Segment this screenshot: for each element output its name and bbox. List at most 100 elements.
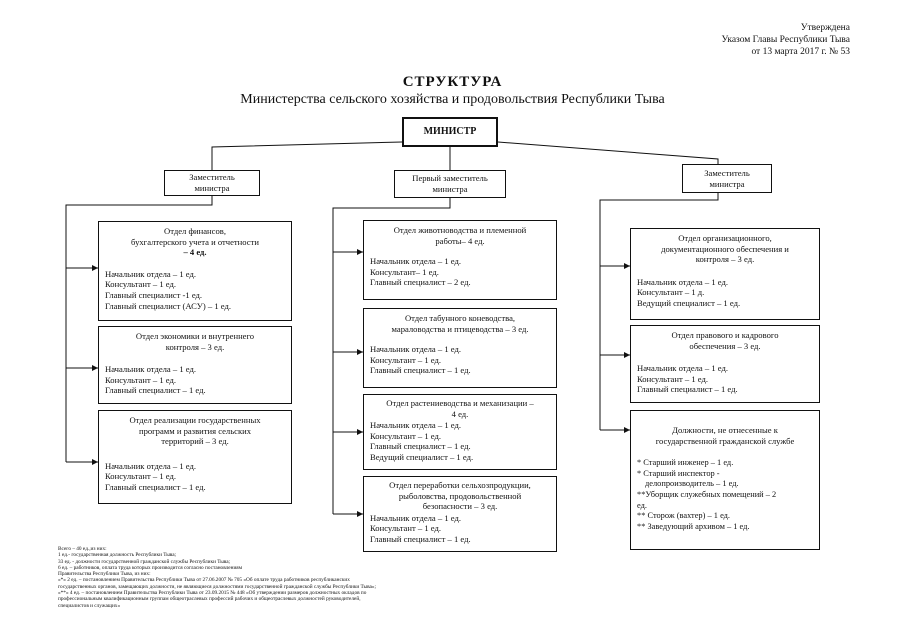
dept-livestock: Отдел животноводства и племенной работы–… [363, 220, 557, 300]
deputy-first-line-1: Первый заместитель [412, 173, 488, 184]
arrowhead [92, 265, 98, 271]
approval-line-3: от 13 марта 2017 г. № 53 [751, 47, 850, 57]
deputy-first-line-2: министра [432, 184, 468, 194]
dept-title: Отдел животноводства и племенной работы–… [370, 225, 550, 246]
dept-title-line: обеспечения – 3 ед. [689, 340, 761, 351]
staff-item: Ведущий специалист – 1 ед. [370, 451, 474, 462]
connector-minister-right-deputy [497, 141, 719, 166]
deputy-right-line-1: Заместитель [704, 167, 750, 178]
staff-item: Консультант – 1 ед. [370, 430, 441, 441]
deputy-left-line-1: Заместитель [189, 172, 235, 183]
dept-title-line: документационного обеспечения и [661, 243, 789, 254]
dept-title-line: Отдел табунного коневодства, [404, 313, 516, 323]
dept-title: Отдел переработки сельхозпродукции, рыбо… [370, 480, 550, 512]
dept-staff-list: Начальник отдела – 1 ед. Консультант – 1… [105, 269, 285, 311]
footnote-line: специалистов и служащих» [58, 602, 121, 609]
dept-title-line: государственной гражданской службе [655, 435, 795, 446]
dept-title: Отдел правового и кадрового обеспечения … [637, 330, 813, 351]
dept-title-line: Должности, не отнесенные к [672, 425, 778, 435]
connector-center-trunk [332, 198, 451, 514]
dept-programs: Отдел реализации государственных програм… [98, 410, 292, 504]
staff-item: ед. [637, 500, 647, 510]
staff-item: Начальник отдела – 1 ед. [370, 420, 461, 431]
staff-item: Главный специалист – 1 ед. [370, 365, 471, 376]
staff-item: ** Заведующий архивом – 1 ед. [637, 521, 750, 531]
dept-horse-breeding: Отдел табунного коневодства, мараловодст… [363, 308, 557, 388]
footnote-line: «**» 4 ед. – постановлением Правительств… [58, 590, 367, 597]
dept-title-line: 4 ед. [451, 408, 469, 419]
dept-title-line: Отдел переработки сельхозпродукции, [389, 480, 531, 490]
staff-item: Начальник отдела – 1 ед. [370, 512, 461, 523]
arrowhead [357, 511, 363, 517]
dept-title: Отдел растениеводства и механизации – 4 … [370, 398, 550, 419]
dept-title-line: рыболовства, продовольственной [398, 490, 522, 501]
dept-staff-list: Начальник отдела – 1 ед. Консультант – 1… [370, 344, 550, 376]
dept-title-line: Отдел правового и кадрового [671, 330, 779, 340]
dept-title-line: программ и развития сельских [138, 425, 252, 436]
staff-item: Главный специалист – 1 ед. [105, 481, 206, 492]
arrowhead [92, 459, 98, 465]
dept-crop-production: Отдел растениеводства и механизации – 4 … [363, 394, 557, 470]
arrowhead [624, 263, 630, 269]
footnote-line: Всего – 40 ед.,из них: [58, 546, 107, 552]
staff-item: Начальник отдела – 1 ед. [105, 364, 196, 375]
arrowhead [624, 352, 630, 358]
footnote-line: 1 ед.- государственная должность Республ… [58, 552, 177, 559]
dept-title-line: Отдел экономики и внутреннего [135, 331, 255, 341]
staff-item: Консультант – 1 ед. [105, 471, 176, 482]
dept-staff-list: Начальник отдела – 1 ед. Консультант – 1… [637, 363, 813, 395]
staff-item: Главный специалист – 2 ед. [370, 277, 471, 288]
staff-item: Главный специалист – 1 ед. [370, 441, 471, 452]
dept-title-line: контроля – 3 ед. [165, 341, 225, 352]
deputy-left-line-2: министра [194, 183, 230, 193]
dept-economics: Отдел экономики и внутреннего контроля –… [98, 326, 292, 404]
staff-item: Консультант – 1 ед. [637, 373, 708, 384]
dept-title: Должности, не отнесенные к государственн… [637, 425, 813, 446]
minister-box: МИНИСТР [402, 117, 498, 147]
staff-item: делопроизводитель – 1 ед. [645, 479, 739, 489]
approval-line-1: Утверждена [800, 23, 850, 33]
dept-title: Отдел организационного, документационног… [637, 233, 813, 265]
dept-title-line: контроля – 3 ед. [695, 254, 755, 265]
staff-item: **Уборщик служебных помещений – 2 [637, 489, 777, 499]
dept-title-line: – 4 ед. [183, 247, 207, 258]
approval-stamp: Утверждена Указом Главы Республики Тыва … [600, 22, 850, 58]
footnote-line: государственных органов, замещающих долж… [58, 583, 376, 590]
dept-title: Отдел табунного коневодства, мараловодст… [370, 313, 550, 334]
staff-item: Начальник отдела – 1 ед. [637, 276, 728, 287]
staff-item: Консультант – 1 д. [637, 287, 705, 298]
staff-item: Консультант– 1 ед. [370, 266, 439, 277]
dept-staff-list: Начальник отдела – 1 ед. Консультант – 1… [637, 277, 813, 309]
minister-label: МИНИСТР [423, 125, 477, 137]
dept-title-line: бухгалтерского учета и отчетности [131, 236, 259, 247]
deputy-left-box: Заместитель министра [164, 170, 260, 196]
approval-line-2: Указом Главы Республики Тыва [721, 35, 850, 45]
deputy-first-box: Первый заместитель министра [394, 170, 506, 198]
arrowhead [357, 349, 363, 355]
dept-processing: Отдел переработки сельхозпродукции, рыбо… [363, 476, 557, 552]
footnotes: Всего – 40 ед.,из них: 1 ед.- государств… [58, 546, 528, 609]
staff-item: Главный специалист – 1 ед. [370, 533, 471, 544]
footnote-line: 33 ед. - должности государственной гражд… [58, 558, 231, 565]
staff-item: Главный специалист -1 ед. [105, 289, 203, 300]
footnote-line: Правительства Республики Тыва, из них: [58, 571, 151, 578]
staff-item: Начальник отдела – 1 ед. [637, 363, 728, 374]
staff-item: Начальник отдела – 1 ед. [105, 460, 196, 471]
staff-item: * Старший инженер – 1 ед. [637, 458, 734, 468]
arrowhead [357, 429, 363, 435]
staff-item: Главный специалист – 1 ед. [637, 384, 738, 395]
dept-title-line: Отдел финансов, [164, 226, 226, 236]
staff-item: Ведущий специалист – 1 ед. [637, 297, 741, 308]
dept-title-line: территорий – 3 ед. [161, 436, 229, 447]
dept-staff-list: * Старший инженер – 1 ед. * Старший инсп… [637, 458, 813, 532]
page-subtitle: Министерства сельского хозяйства и продо… [240, 92, 665, 107]
connector-left-trunk [65, 196, 213, 462]
arrowhead [624, 427, 630, 433]
staff-item: Главный специалист – 1 ед. [105, 385, 206, 396]
connector-minister-left-deputy [211, 141, 403, 172]
dept-staff-list: Начальник отдела – 1 ед. Консультант – 1… [370, 513, 550, 545]
deputy-right-line-2: министра [709, 178, 745, 189]
footnote-line: «*» 2 ед. – постановлением Правительства… [58, 577, 350, 584]
dept-title-line: Отдел растениеводства и механизации – [386, 398, 534, 408]
dept-staff-list: Начальник отдела – 1 ед. Консультант – 1… [105, 364, 285, 396]
